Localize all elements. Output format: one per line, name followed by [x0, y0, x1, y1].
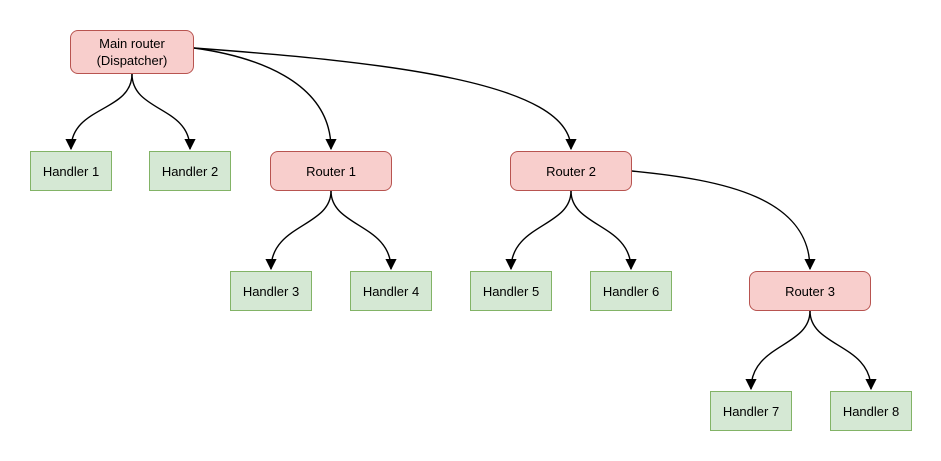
edge-router-1-to-handler-4 — [330, 190, 397, 271]
edge-main-router-to-router-2 — [193, 47, 577, 151]
edge-main-router-to-handler-1 — [65, 73, 133, 151]
edge-router-3-to-handler-8 — [809, 310, 877, 391]
node-handler-7: Handler 7 — [710, 391, 792, 431]
node-handler-6: Handler 6 — [590, 271, 672, 311]
edge-router-2-to-router-3 — [631, 170, 816, 271]
edge-router-2-to-handler-6 — [570, 190, 637, 271]
node-handler-8: Handler 8 — [830, 391, 912, 431]
node-router-2: Router 2 — [510, 151, 632, 191]
node-handler-2: Handler 2 — [149, 151, 231, 191]
edge-router-3-to-handler-7 — [745, 310, 811, 391]
edge-main-router-to-handler-2 — [131, 73, 196, 151]
edge-main-router-to-router-1 — [193, 47, 337, 151]
node-main-router: Main router (Dispatcher) — [70, 30, 194, 74]
edge-router-1-to-handler-3 — [265, 190, 332, 271]
node-router-1: Router 1 — [270, 151, 392, 191]
node-handler-4: Handler 4 — [350, 271, 432, 311]
node-handler-5: Handler 5 — [470, 271, 552, 311]
node-handler-1: Handler 1 — [30, 151, 112, 191]
node-router-3: Router 3 — [749, 271, 871, 311]
node-handler-3: Handler 3 — [230, 271, 312, 311]
edge-router-2-to-handler-5 — [505, 190, 572, 271]
